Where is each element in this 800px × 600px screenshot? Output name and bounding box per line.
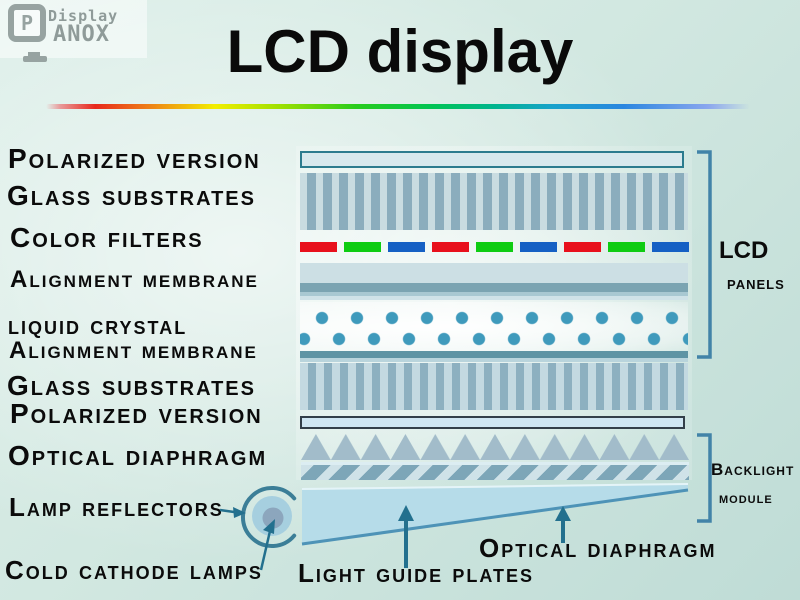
page-title: LCD display xyxy=(226,18,574,85)
color-filter-bar xyxy=(388,242,425,252)
label-module: module xyxy=(719,490,773,507)
rainbow-divider xyxy=(46,104,750,109)
light-guide-top-edge xyxy=(301,483,689,490)
label-liquid-crystal: liquid crystal xyxy=(8,310,188,340)
label-lcd: LCD xyxy=(719,237,769,264)
prism-row-svg xyxy=(301,434,689,460)
color-filter-bar xyxy=(652,242,689,252)
label-panels: panels xyxy=(727,273,785,293)
prism-triangles xyxy=(301,434,689,460)
monitor-stand xyxy=(28,52,40,56)
optical-diaphragm-arrow-head xyxy=(555,506,571,521)
label-polarized-bottom: Polarized version xyxy=(10,398,263,429)
brand-name-bottom: ANOX xyxy=(53,22,110,47)
brand-name-top: Display xyxy=(48,7,119,25)
layer-optical-diaphragm-prisms xyxy=(301,434,689,460)
layer-alignment-membrane-top xyxy=(300,263,688,300)
cold-cathode-lamp-core xyxy=(262,507,284,529)
lamp-reflectors-arrow-head xyxy=(233,507,246,518)
label-alignment-top: Alignment membrane xyxy=(10,266,259,293)
layer-polarizer-bottom xyxy=(300,416,685,429)
color-filter-bar xyxy=(608,242,645,252)
monitor-base xyxy=(23,56,47,62)
lamp-reflector-arc xyxy=(240,486,297,548)
color-filter-bar xyxy=(564,242,601,252)
lamp-glow-circle xyxy=(252,496,292,536)
layer-alignment-membrane-bottom xyxy=(300,351,688,362)
color-filter-bar xyxy=(520,242,557,252)
label-backlight: Backlight xyxy=(711,460,795,479)
label-optical-diaphragm-bottom: Optical diaphragm xyxy=(479,533,717,563)
label-glass-bottom: Glass substrates xyxy=(7,370,256,401)
label-polarized-top: Polarized version xyxy=(8,143,261,174)
monitor-letter: P xyxy=(20,11,34,35)
label-lamp-reflectors: Lamp reflectors xyxy=(9,492,224,522)
layer-glass-substrate-top xyxy=(300,173,688,230)
brand-logo: P Display ANOX xyxy=(0,0,147,62)
label-light-guide-plates: Light guide plates xyxy=(298,558,535,588)
color-filter-bar xyxy=(344,242,381,252)
color-filter-bar xyxy=(432,242,469,252)
label-color-filters: Color filters xyxy=(10,222,204,253)
layer-polarizer-top xyxy=(300,151,684,168)
color-filter-bar xyxy=(476,242,513,252)
layer-glass-substrate-bottom xyxy=(300,363,688,410)
layer-liquid-crystal xyxy=(300,302,688,351)
cold-cathode-arrow-head xyxy=(263,519,275,534)
backlight-module-bracket xyxy=(697,433,712,523)
monitor-icon: P xyxy=(8,4,47,62)
label-glass-top: Glass substrates xyxy=(7,180,256,211)
label-alignment-bottom: Alignment membrane xyxy=(9,337,258,364)
color-filter-bar xyxy=(300,242,337,252)
label-cold-cathode-lamps: Cold cathode lamps xyxy=(5,555,263,585)
color-filter-row xyxy=(300,242,690,252)
layer-diffuser-hatch xyxy=(301,462,689,480)
label-optical-diaphragm: Optical diaphragm xyxy=(8,440,268,471)
lcd-panels-bracket xyxy=(697,150,712,359)
light-guide-arrow-head xyxy=(398,505,414,521)
